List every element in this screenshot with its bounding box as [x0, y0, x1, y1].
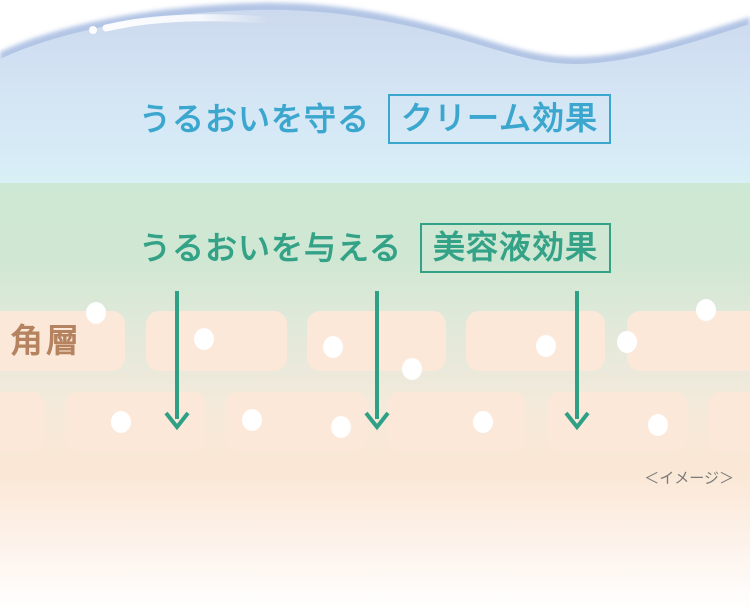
moisture-dot	[473, 411, 493, 433]
skin-cell	[0, 392, 45, 452]
moisture-dot	[696, 299, 716, 321]
moisture-dot	[648, 414, 668, 436]
moisture-dot	[86, 302, 106, 324]
skin-cell	[708, 392, 750, 452]
skin-cell	[146, 311, 287, 371]
serum-boxed-label: 美容液効果	[420, 223, 612, 273]
cream-wave-graphic	[0, 2, 750, 183]
skin-cell	[0, 311, 125, 371]
cream-label-row: うるおいを守る クリーム効果	[0, 94, 750, 144]
cream-boxed-label: クリーム効果	[387, 94, 612, 144]
moisture-dot	[617, 331, 637, 353]
wave-shine-dot	[89, 26, 97, 34]
moisture-dot	[111, 411, 131, 433]
serum-label-row: うるおいを与える 美容液効果	[0, 223, 750, 273]
moisture-dot	[536, 335, 556, 357]
wave-body	[0, 9, 750, 183]
moisture-dot	[402, 358, 422, 380]
skin-cell	[466, 311, 605, 371]
skin-cell	[627, 311, 750, 371]
moisture-dot	[242, 409, 262, 431]
stratum-corneum-label: 角層	[10, 321, 82, 360]
serum-label: うるおいを与える	[138, 229, 403, 267]
image-caption: ＜イメージ＞	[644, 469, 734, 487]
cream-label: うるおいを守る	[138, 100, 370, 138]
wave-shine-streak	[102, 14, 269, 32]
moisture-dot	[194, 328, 214, 350]
skin-cell	[387, 392, 526, 452]
moisture-dot	[323, 336, 343, 358]
moisture-dot	[331, 416, 351, 438]
skin-cell	[65, 392, 206, 452]
